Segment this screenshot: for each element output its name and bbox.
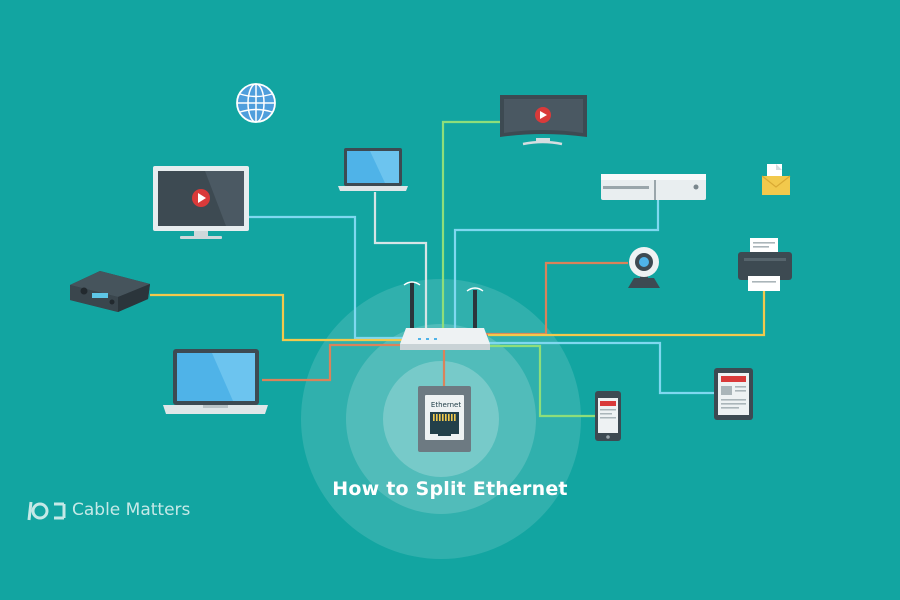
cable-console bbox=[453, 200, 660, 328]
game-console-icon bbox=[601, 174, 706, 200]
cable-curved-tv bbox=[441, 120, 500, 328]
cable-smartphone bbox=[488, 344, 595, 418]
router-icon bbox=[400, 281, 490, 350]
cable-laptop-left bbox=[262, 343, 402, 382]
cables bbox=[150, 120, 766, 418]
cable-printer bbox=[488, 290, 766, 337]
cable-laptop-top bbox=[373, 192, 428, 330]
cable-matters-logo-icon bbox=[27, 501, 66, 521]
diagram-title: How to Split Ethernet bbox=[332, 478, 568, 500]
cable-receiver bbox=[150, 293, 402, 342]
mail-icon bbox=[761, 164, 791, 195]
laptop-icon bbox=[338, 148, 408, 191]
smartphone-icon bbox=[595, 391, 621, 441]
tablet-icon bbox=[714, 368, 753, 420]
cable-tv bbox=[248, 215, 405, 340]
webcam-icon bbox=[628, 247, 660, 288]
brand-name: Cable Matters bbox=[72, 500, 191, 520]
laptop-icon bbox=[163, 349, 268, 414]
tv-icon bbox=[153, 166, 249, 239]
switch-label: Ethernet bbox=[430, 401, 462, 409]
ethernet-switch-icon bbox=[418, 386, 471, 452]
printer-icon bbox=[738, 238, 792, 291]
cable-tablet bbox=[488, 341, 714, 395]
av-receiver-icon bbox=[70, 271, 150, 312]
curved-tv-icon bbox=[500, 95, 587, 146]
globe-icon bbox=[236, 83, 276, 123]
